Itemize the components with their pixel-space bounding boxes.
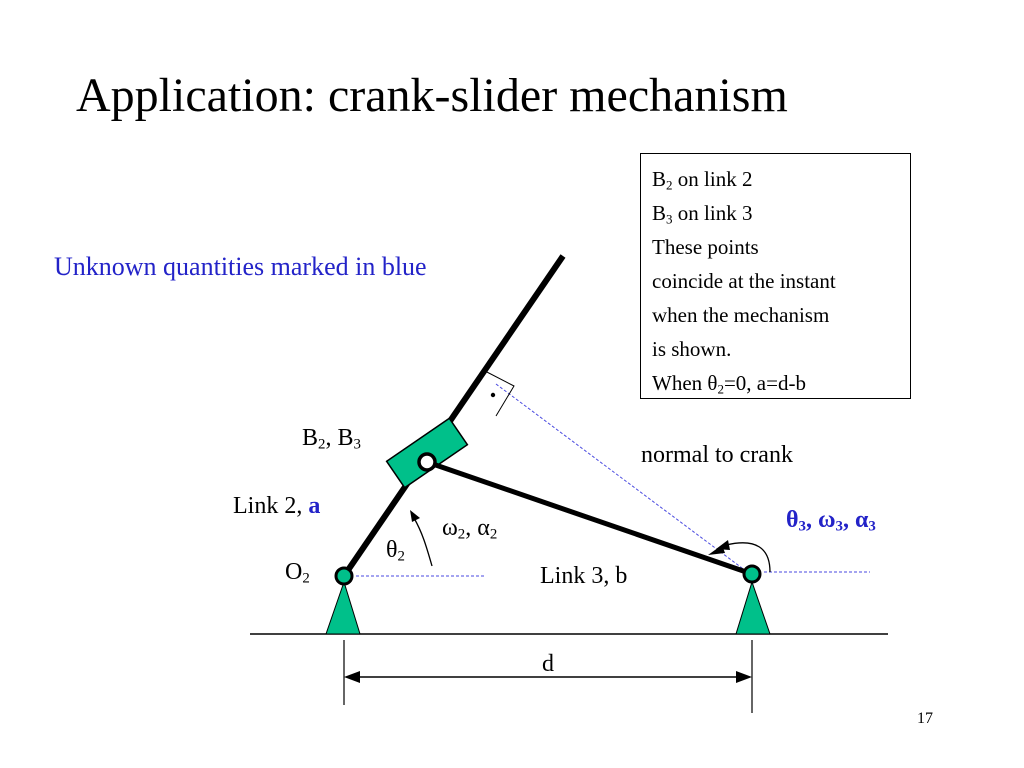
- dimension-arrow-left: [344, 671, 360, 683]
- joint-b: [417, 452, 437, 472]
- normal-to-crank-line: [495, 383, 751, 575]
- omega2-arrow: [413, 517, 433, 567]
- info-line-5: when the mechanism: [652, 303, 830, 327]
- pin-joint-pivot: [742, 564, 762, 584]
- info-line-b2: B2 on link 2: [652, 167, 753, 193]
- normal-to-crank-label: normal to crank: [641, 442, 793, 468]
- omega2-alpha2-label: ω2, α2: [442, 515, 498, 543]
- dimension-d-label: d: [542, 651, 554, 677]
- pin-joint-o2: [334, 566, 354, 586]
- link-2: [341, 254, 566, 578]
- theta3-arrow: [725, 542, 771, 573]
- link-2-unknown: a: [308, 493, 321, 519]
- info-line-4: coincide at the instant: [652, 269, 836, 293]
- theta2-label: θ2: [386, 537, 405, 565]
- info-line-6: is shown.: [652, 337, 732, 361]
- info-line-b3: B3 on link 3: [652, 201, 753, 227]
- link-3: [426, 459, 753, 577]
- info-line-3: These points: [652, 235, 759, 259]
- normal-arrowhead: [708, 545, 725, 555]
- slide-title: Application: crank-slider mechanism: [76, 69, 788, 122]
- right-angle-marker: [482, 369, 515, 417]
- page-number: 17: [917, 710, 933, 727]
- dimension-arrow-right: [736, 671, 752, 683]
- info-line-when: When θ2=0, a=d-b: [652, 371, 806, 397]
- right-angle-dot: [490, 392, 496, 398]
- unknown-theta3-omega3-alpha3: θ3, ω3, α3: [786, 507, 876, 535]
- link-2-label: Link 2, a: [233, 493, 321, 519]
- unknowns-note: Unknown quantities marked in blue: [54, 252, 427, 281]
- ground-support-o2: [325, 580, 361, 635]
- ground-support-pivot: [735, 580, 771, 635]
- link-3-label: Link 3, b: [540, 563, 628, 589]
- o2-label: O2: [285, 559, 310, 587]
- omega2-arrowhead: [410, 510, 420, 522]
- b2-b3-label: B2, B3: [302, 425, 361, 453]
- info-box: B2 on link 2 B3 on link 3 These points c…: [640, 153, 911, 399]
